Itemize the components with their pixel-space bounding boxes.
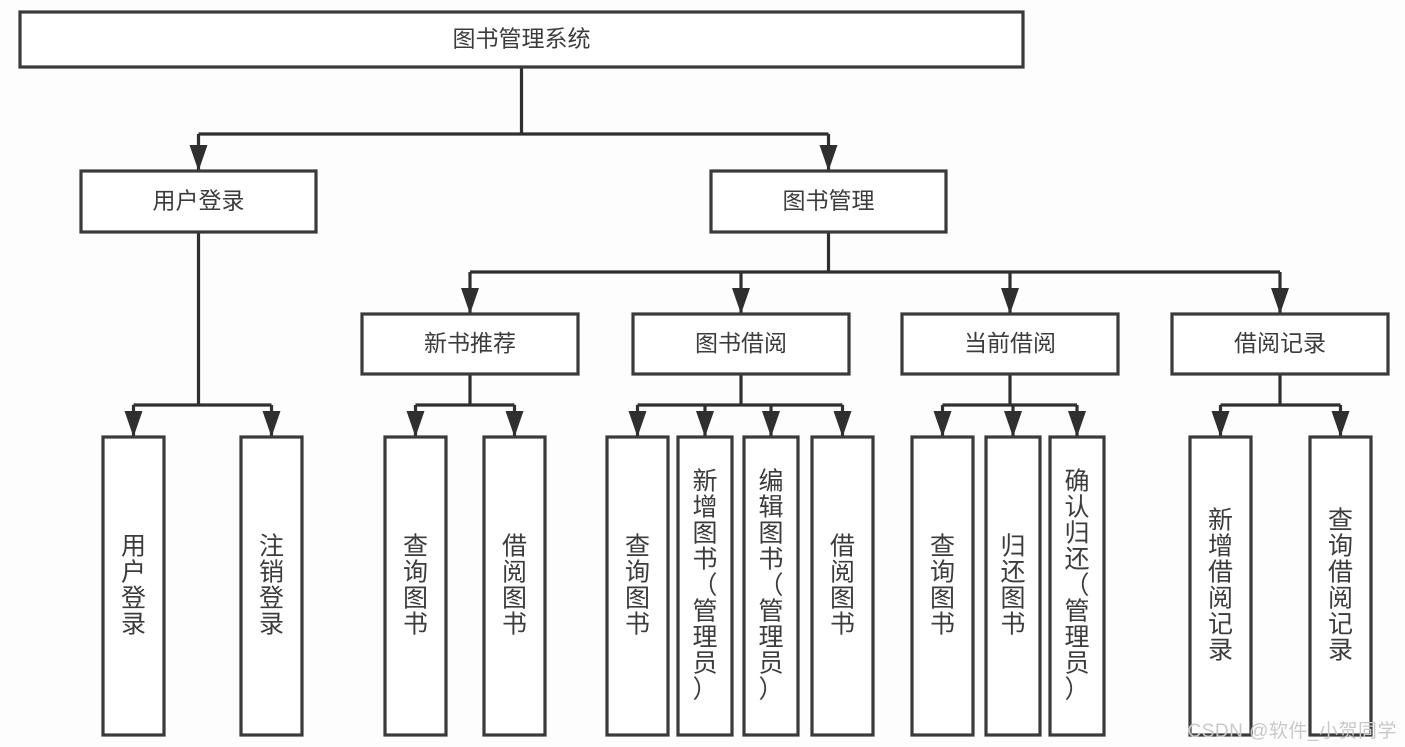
node-leaf-user-logout[interactable]: 注销登录 — [239, 435, 304, 737]
node-label-leaf-borrow-add-book: 新增图书（管理员） — [692, 467, 717, 703]
node-borrow-record[interactable]: 借阅记录 — [1170, 312, 1390, 376]
node-leaf-rec-query-record[interactable]: 查询借阅记录 — [1308, 435, 1373, 737]
node-box-current-borrow[interactable] — [900, 312, 1120, 376]
node-leaf-borrow-query-book[interactable]: 查询图书 — [605, 435, 670, 737]
arrow-head-icon — [819, 145, 838, 171]
arrow-head-icon — [1211, 411, 1230, 437]
arrow-head-icon — [1068, 411, 1086, 437]
node-box-leaf-borrow-query-book[interactable] — [605, 435, 670, 737]
node-label-leaf-cur-return-book: 归还图书 — [1000, 532, 1025, 638]
connector-lines — [124, 67, 1350, 437]
node-label-borrow-record: 借阅记录 — [1234, 330, 1326, 356]
node-box-leaf-borrow-add-book[interactable] — [676, 435, 734, 737]
node-label-leaf-borrow-loan-book: 借阅图书 — [830, 532, 855, 638]
node-label-leaf-rec-query-book: 查询图书 — [403, 532, 428, 638]
arrow-head-icon — [124, 411, 143, 437]
node-box-leaf-cur-return-book[interactable] — [984, 435, 1042, 737]
node-leaf-borrow-loan-book[interactable]: 借阅图书 — [810, 435, 875, 737]
node-label-leaf-rec-borrow-book: 借阅图书 — [502, 532, 527, 638]
node-box-leaf-user-login[interactable] — [101, 435, 166, 737]
node-box-leaf-borrow-edit-book[interactable] — [742, 435, 800, 737]
node-leaf-cur-query-book[interactable]: 查询图书 — [910, 435, 975, 737]
arrow-head-icon — [1331, 411, 1350, 437]
node-label-leaf-user-login: 用户登录 — [121, 532, 146, 638]
node-label-book-manage: 图书管理 — [783, 188, 875, 214]
node-box-book-borrow[interactable] — [631, 312, 851, 376]
node-box-borrow-record[interactable] — [1170, 312, 1390, 376]
node-label-book-borrow: 图书借阅 — [695, 330, 787, 356]
node-box-leaf-rec-query-book[interactable] — [383, 435, 448, 737]
node-book-borrow[interactable]: 图书借阅 — [631, 312, 851, 376]
arrow-head-icon — [1004, 411, 1022, 437]
arrow-head-icon — [696, 411, 714, 437]
node-label-leaf-cur-confirm-return: 确认归还（管理员） — [1064, 467, 1089, 703]
node-leaf-rec-add-record[interactable]: 新增借阅记录 — [1188, 435, 1253, 737]
node-label-leaf-borrow-query-book: 查询图书 — [625, 532, 650, 638]
arrow-head-icon — [189, 145, 208, 171]
node-leaf-borrow-edit-book[interactable]: 编辑图书（管理员） — [742, 435, 800, 737]
node-box-leaf-rec-borrow-book[interactable] — [482, 435, 547, 737]
node-label-leaf-cur-query-book: 查询图书 — [930, 532, 955, 638]
node-label-leaf-borrow-edit-book: 编辑图书（管理员） — [758, 467, 783, 703]
node-root[interactable]: 图书管理系统 — [18, 10, 1025, 69]
arrow-head-icon — [1271, 288, 1289, 314]
arrow-head-icon — [505, 411, 524, 437]
arrow-head-icon — [762, 411, 780, 437]
arrow-head-icon — [833, 411, 852, 437]
node-leaf-rec-borrow-book[interactable]: 借阅图书 — [482, 435, 547, 737]
node-label-current-borrow: 当前借阅 — [964, 330, 1056, 356]
node-label-user-login: 用户登录 — [153, 188, 245, 214]
node-book-manage[interactable]: 图书管理 — [709, 169, 948, 234]
arrow-head-icon — [628, 411, 647, 437]
arrow-head-icon — [732, 288, 750, 314]
node-leaf-cur-confirm-return[interactable]: 确认归还（管理员） — [1048, 435, 1106, 737]
node-leaf-rec-query-book[interactable]: 查询图书 — [383, 435, 448, 737]
arrow-head-icon — [262, 411, 281, 437]
arrow-head-icon — [933, 411, 952, 437]
node-label-leaf-rec-query-record: 查询借阅记录 — [1328, 506, 1353, 664]
node-label-leaf-rec-add-record: 新增借阅记录 — [1208, 506, 1233, 664]
node-box-new-book-rec[interactable] — [360, 312, 580, 376]
node-box-user-login[interactable] — [79, 169, 318, 234]
node-box-leaf-cur-confirm-return[interactable] — [1048, 435, 1106, 737]
node-label-root: 图书管理系统 — [453, 26, 591, 52]
node-box-book-manage[interactable] — [709, 169, 948, 234]
node-leaf-cur-return-book[interactable]: 归还图书 — [984, 435, 1042, 737]
node-leaf-borrow-add-book[interactable]: 新增图书（管理员） — [676, 435, 734, 737]
arrow-head-icon — [1001, 288, 1019, 314]
node-boxes: 图书管理系统用户登录图书管理新书推荐图书借阅当前借阅借阅记录用户登录注销登录查询… — [18, 10, 1390, 737]
node-box-leaf-rec-query-record[interactable] — [1308, 435, 1373, 737]
node-box-leaf-cur-query-book[interactable] — [910, 435, 975, 737]
node-current-borrow[interactable]: 当前借阅 — [900, 312, 1120, 376]
node-label-leaf-user-logout: 注销登录 — [259, 532, 284, 638]
node-box-leaf-borrow-loan-book[interactable] — [810, 435, 875, 737]
arrow-head-icon — [461, 288, 479, 314]
node-box-root[interactable] — [18, 10, 1025, 69]
node-new-book-rec[interactable]: 新书推荐 — [360, 312, 580, 376]
arrow-head-icon — [406, 411, 425, 437]
node-box-leaf-rec-add-record[interactable] — [1188, 435, 1253, 737]
node-box-leaf-user-logout[interactable] — [239, 435, 304, 737]
node-leaf-user-login[interactable]: 用户登录 — [101, 435, 166, 737]
csdn-watermark: CSDN @软件_小贺同学 — [1187, 721, 1397, 742]
node-label-new-book-rec: 新书推荐 — [424, 330, 516, 356]
node-user-login[interactable]: 用户登录 — [79, 169, 318, 234]
